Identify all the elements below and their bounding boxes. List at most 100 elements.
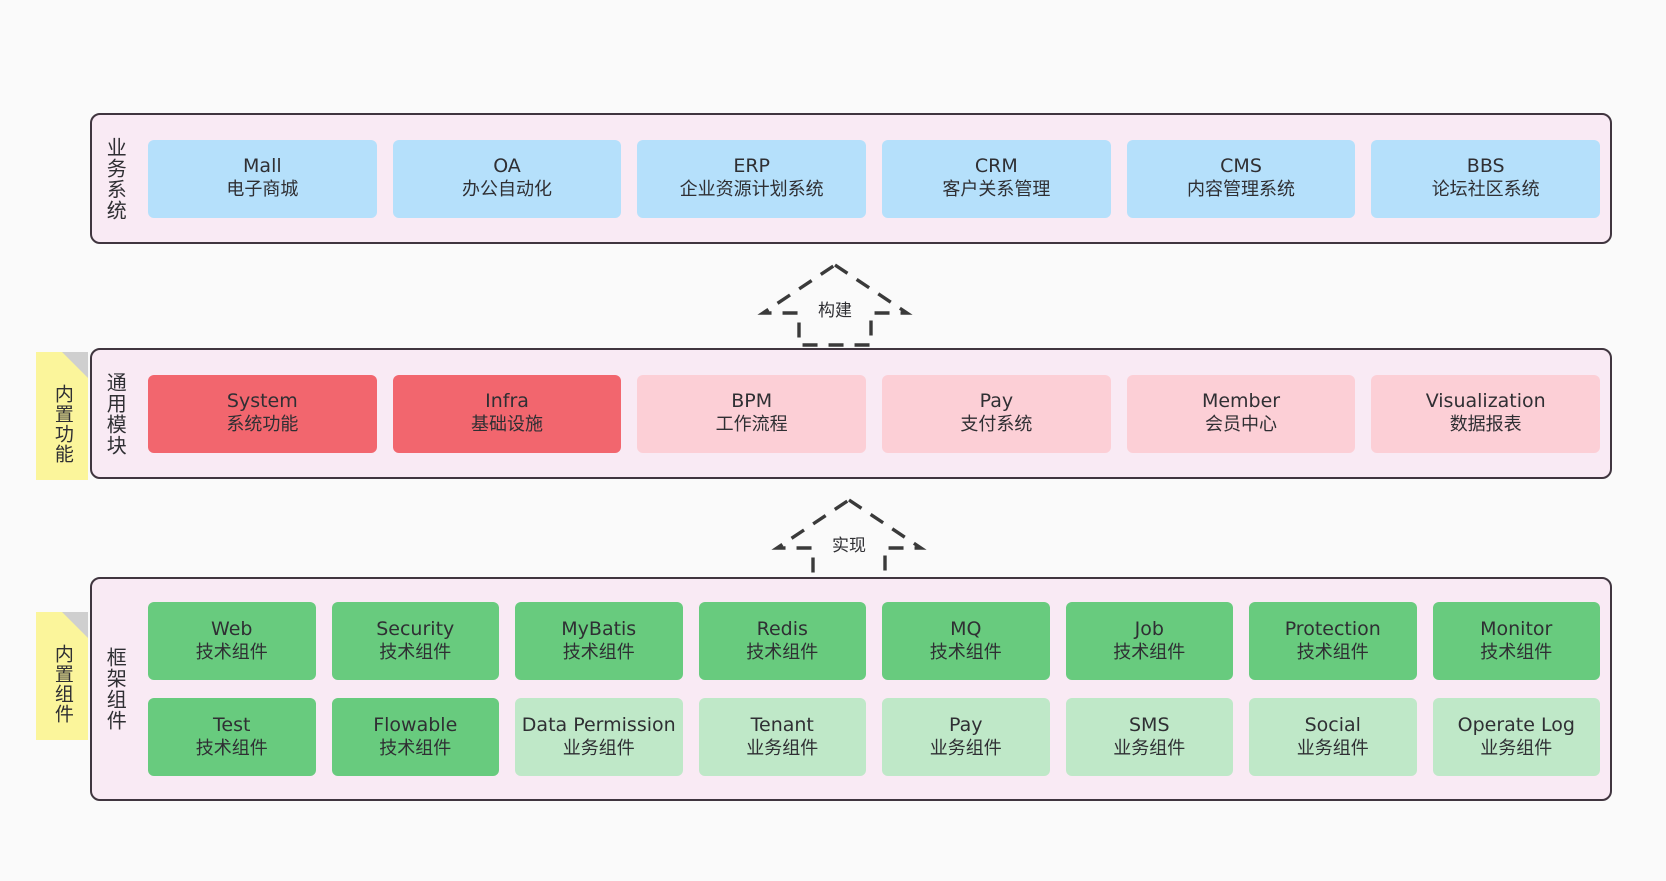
card-subtitle-cn: 会员中心 xyxy=(1205,414,1278,436)
sticky-note-builtin-function: 内置功能 xyxy=(36,352,88,480)
card-subtitle-cn: 技术组件 xyxy=(195,737,268,759)
card-subtitle-cn: 系统功能 xyxy=(226,414,299,436)
card-subtitle-cn: 技术组件 xyxy=(1480,641,1553,663)
card-subtitle-cn: 工作流程 xyxy=(715,414,788,436)
layer-label-framework-components: 框架组件 xyxy=(103,647,128,731)
card-title-en: SMS xyxy=(1128,713,1170,736)
card-title-en: ERP xyxy=(733,155,771,178)
card-title-en: BPM xyxy=(731,390,773,413)
card-title-en: Pay xyxy=(949,713,983,736)
card-title-en: Operate Log xyxy=(1457,713,1575,736)
card-title-en: Pay xyxy=(979,390,1014,413)
card-title-en: CMS xyxy=(1220,155,1262,178)
arrow-implement: 实现 xyxy=(771,496,927,582)
card-title-en: MQ xyxy=(950,617,982,640)
card-title-en: Member xyxy=(1201,390,1281,413)
card-subtitle-cn: 技术组件 xyxy=(746,641,819,663)
arrow-build: 构建 xyxy=(757,261,913,347)
arrow-implement-outline xyxy=(771,497,927,582)
card-title-en: BBS xyxy=(1466,155,1505,178)
card-subtitle-cn: 业务组件 xyxy=(1296,737,1369,759)
card-title-en: System xyxy=(226,390,298,413)
card-subtitle-cn: 电子商城 xyxy=(226,179,299,201)
sticky-note-label: 内置组件 xyxy=(51,644,74,724)
card-title-en: Monitor xyxy=(1480,617,1553,640)
card-subtitle-cn: 技术组件 xyxy=(929,641,1002,663)
card-subtitle-cn: 技术组件 xyxy=(562,641,635,663)
sticky-note-label: 内置功能 xyxy=(51,384,74,464)
card-subtitle-cn: 技术组件 xyxy=(1113,641,1186,663)
card-title-en: Security xyxy=(376,617,455,640)
card-title-en: Social xyxy=(1304,713,1361,736)
card-subtitle-cn: 基础设施 xyxy=(471,414,543,436)
card-title-en: Flowable xyxy=(373,713,458,736)
card-subtitle-cn: 支付系统 xyxy=(960,414,1033,436)
card-title-en: Protection xyxy=(1284,617,1381,640)
card-subtitle-cn: 技术组件 xyxy=(379,737,452,759)
card-subtitle-cn: 业务组件 xyxy=(1113,737,1186,759)
card-title-en: Job xyxy=(1134,617,1164,640)
card-title-en: Visualization xyxy=(1425,390,1546,413)
card-title-en: Web xyxy=(211,617,253,640)
card-subtitle-cn: 技术组件 xyxy=(1296,641,1369,663)
card-subtitle-cn: 业务组件 xyxy=(929,737,1002,759)
card-title-en: Infra xyxy=(485,390,529,413)
card-title-en: Test xyxy=(213,713,251,736)
sticky-fold-corner xyxy=(62,352,88,378)
card-subtitle-cn: 业务组件 xyxy=(562,737,635,759)
sticky-note-builtin-component: 内置组件 xyxy=(36,612,88,740)
card-title-en: Tenant xyxy=(750,713,814,736)
layer-label-general-modules: 通用模块 xyxy=(103,371,128,456)
card-subtitle-cn: 数据报表 xyxy=(1449,414,1522,436)
layer-label-business-system: 业务系统 xyxy=(103,136,128,221)
card-title-en: OA xyxy=(493,155,521,178)
card-subtitle-cn: 内容管理系统 xyxy=(1187,179,1296,201)
card-subtitle-cn: 业务组件 xyxy=(1480,737,1553,759)
card-title-en: MyBatis xyxy=(561,617,637,640)
card-subtitle-cn: 办公自动化 xyxy=(462,179,552,201)
card-subtitle-cn: 企业资源计划系统 xyxy=(679,179,824,201)
arrow-build-outline xyxy=(757,262,913,347)
card-title-en: CRM xyxy=(974,155,1018,178)
card-subtitle-cn: 技术组件 xyxy=(195,641,268,663)
sticky-fold-corner xyxy=(62,612,88,638)
card-subtitle-cn: 论坛社区系统 xyxy=(1431,179,1540,201)
